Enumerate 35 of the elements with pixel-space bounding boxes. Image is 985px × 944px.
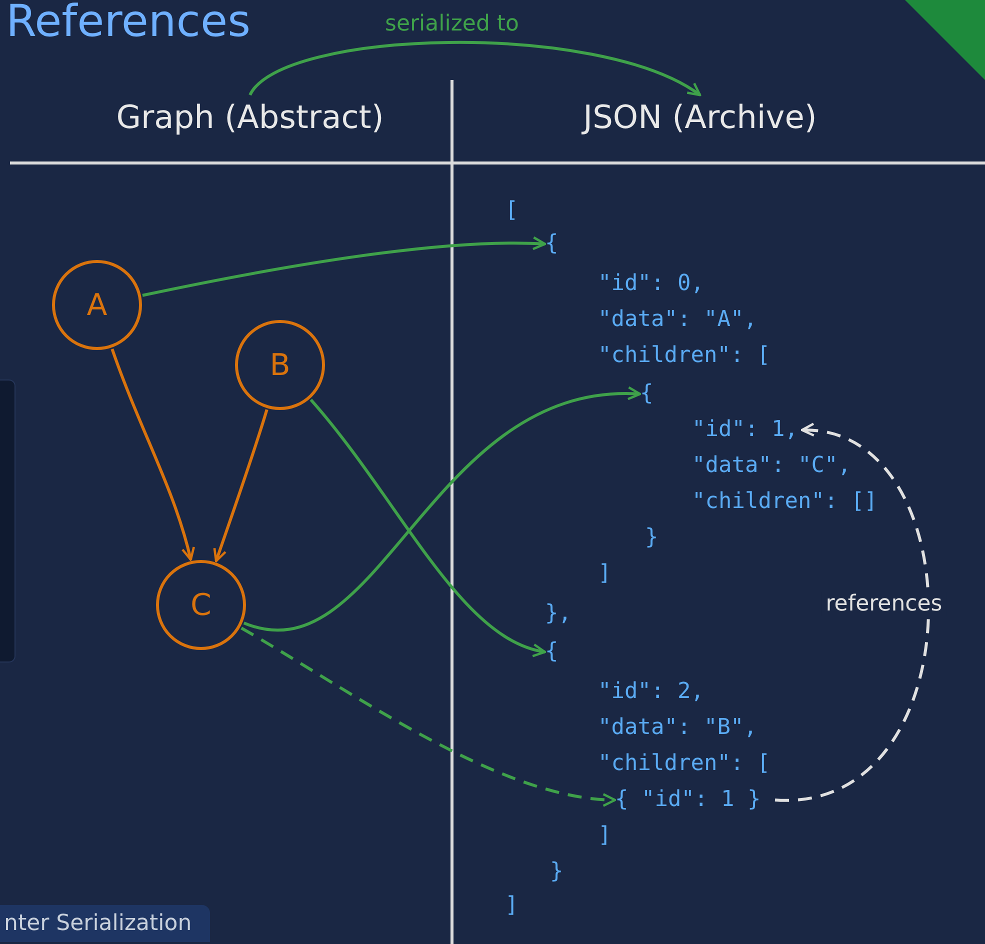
code-line: "id": 1, [692,414,798,446]
arrow [244,388,642,632]
code-line: "data": "C", [692,452,851,480]
arrow [213,409,268,562]
node-circle: C [156,560,246,650]
node-circle: B [235,320,325,410]
arrow [774,424,930,802]
arrow [310,398,546,656]
arrow [248,41,702,96]
arrow [110,348,195,561]
arrow [142,236,546,297]
code-line: "data": "A", [598,306,757,334]
code-line: ] [505,892,518,920]
code-line: { [545,636,558,668]
tab-label: nter Serialization [0,905,210,942]
code-line: "children": [ [598,342,770,370]
code-line: } [645,524,658,552]
code-line: "data": "B", [598,714,757,742]
code-line: "children": [] [692,488,878,516]
node-circle: A [52,260,142,350]
code-line: "id": 0, [598,270,704,298]
code-line: "children": [ [598,750,770,778]
code-line: { "id": 1 } [615,784,761,816]
code-line: "id": 2, [598,678,704,706]
code-line: }, [545,600,572,628]
column-heading: Graph (Abstract) [60,95,440,140]
arrow [240,626,616,806]
code-line: ] [598,822,612,850]
code-line: } [550,858,564,886]
code-line: { [640,378,654,410]
code-line: ] [598,560,612,588]
slide-title: References [6,0,250,48]
code-line: { [545,228,558,260]
code-line: [ [505,197,518,225]
column-heading: JSON (Archive) [520,95,880,140]
